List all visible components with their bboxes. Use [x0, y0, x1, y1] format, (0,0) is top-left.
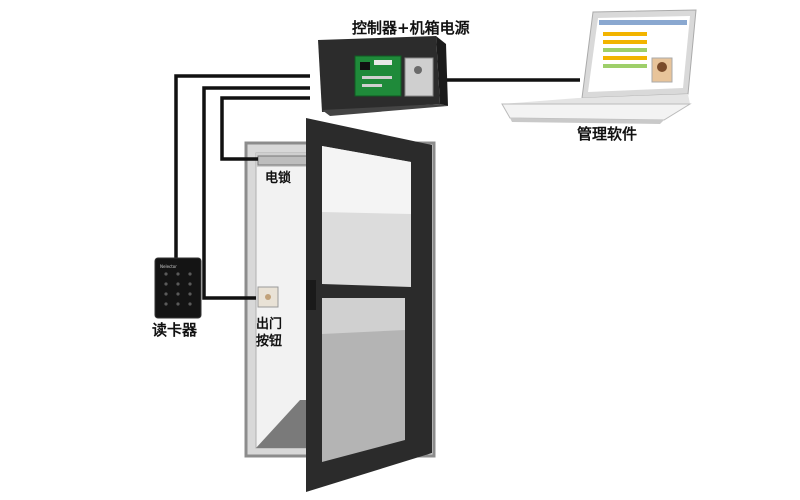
exit-button-label-line2: 按钮	[256, 334, 283, 349]
software-label: 管理软件	[577, 125, 638, 143]
exit-button	[257, 286, 279, 308]
controller-box	[318, 36, 448, 116]
electric-lock-label: 电锁	[265, 171, 292, 186]
card-reader-label: 读卡器	[152, 321, 198, 339]
card-reader	[154, 257, 202, 319]
exit-button-label-line1: 出门	[256, 317, 283, 332]
exit-button-label: 出门 按钮	[256, 316, 282, 350]
controller-label: 控制器+机箱电源	[352, 19, 470, 37]
electric-lock	[257, 155, 309, 166]
reader-brand-text: Nelector	[160, 264, 177, 269]
door-leaf	[306, 118, 432, 492]
wiring	[174, 74, 580, 300]
laptop	[501, 9, 697, 124]
